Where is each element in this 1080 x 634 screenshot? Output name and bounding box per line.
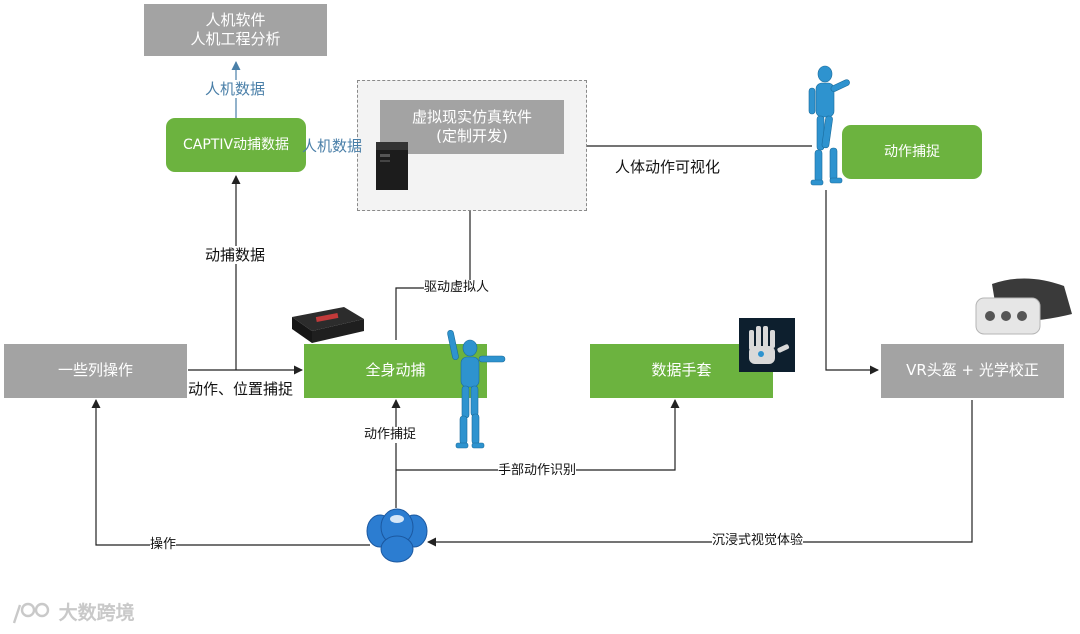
hand-recognition-label: 手部动作识别 bbox=[498, 463, 577, 479]
watermark-text: 大数跨境 bbox=[58, 602, 135, 624]
mocap-device-icon bbox=[288, 303, 366, 351]
human-data-label-side: 人机数据 bbox=[302, 137, 363, 155]
ergonomics-software-box: 人机软件 人机工程分析 bbox=[144, 4, 327, 56]
immersive-experience-label: 沉浸式视觉体验 bbox=[712, 533, 804, 549]
captiv-mocap-data-box: CAPTIV动捕数据 bbox=[166, 118, 306, 172]
human-data-label-vertical: 人机数据 bbox=[205, 80, 266, 98]
data-glove-icon bbox=[739, 318, 795, 376]
watermark-logo-icon bbox=[12, 602, 50, 623]
vr-simulation-software-box: 虚拟现实仿真软件 (定制开发) bbox=[380, 100, 564, 154]
vr-headset-optical-calibration-box: VR头盔 + 光学校正 bbox=[881, 344, 1064, 398]
desktop-tower-icon bbox=[374, 140, 410, 196]
action-position-capture-label: 动作、位置捕捉 bbox=[188, 380, 294, 398]
blue-humanoid-figure-icon bbox=[446, 328, 516, 454]
motion-capture-box: 动作捕捉 bbox=[842, 125, 982, 179]
drive-avatar-label: 驱动虚拟人 bbox=[424, 280, 490, 296]
watermark: 大数跨境 bbox=[10, 598, 135, 627]
motion-capture-label: 动作捕捉 bbox=[364, 427, 417, 443]
mocap-data-label: 动捕数据 bbox=[205, 246, 266, 264]
operate-label: 操作 bbox=[150, 537, 177, 553]
series-of-operations-box: 一些列操作 bbox=[4, 344, 187, 398]
blue-person-icon bbox=[366, 505, 428, 567]
blue-humanoid-figure-icon bbox=[805, 64, 861, 192]
vr-headset-icon bbox=[972, 276, 1078, 346]
body-visualization-label: 人体动作可视化 bbox=[615, 158, 721, 176]
